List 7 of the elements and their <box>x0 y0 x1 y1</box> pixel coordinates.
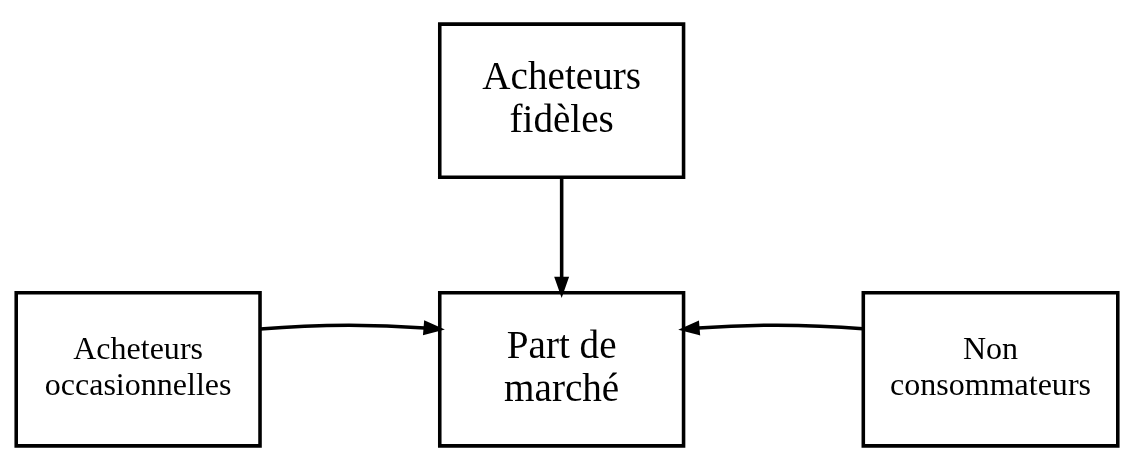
node-box: Acheteurs occasionnelles <box>14 291 262 448</box>
node-box: Non consommateurs <box>861 291 1120 448</box>
arrow <box>554 177 570 299</box>
arrow <box>678 320 864 336</box>
arrow <box>260 320 445 336</box>
node-box: Acheteurs fidèles <box>438 22 686 179</box>
node-box: Part de marché <box>438 291 686 448</box>
